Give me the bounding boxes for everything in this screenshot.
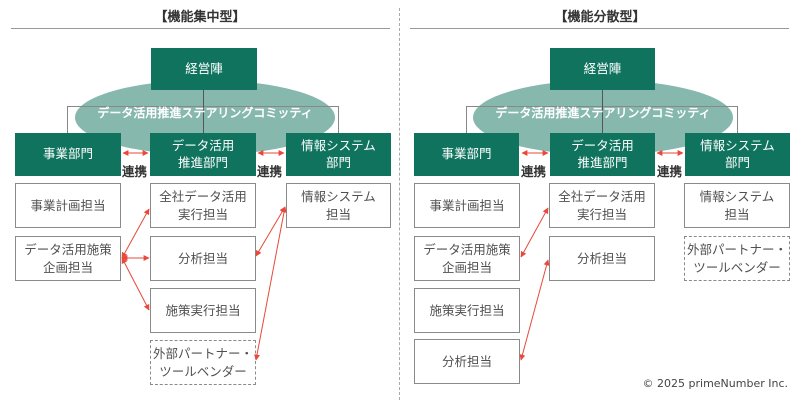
panel-title: 【機能分散型】	[554, 10, 646, 25]
link-arrow	[520, 207, 549, 258]
external-partner-box: 外部パートナー・ ツールベンダー	[150, 340, 256, 385]
centralized-model-panel: 【機能集中型】 データ活用推進ステアリングコミッティ 経営陣 事業部門 データ活…	[11, 10, 391, 385]
role-box: 施策実行担当	[150, 288, 256, 333]
panel-title: 【機能集中型】	[154, 10, 246, 25]
role-box: データ活用施策 企画担当	[414, 236, 520, 281]
link-arrows	[519, 150, 684, 361]
role-box: 情報システム 担当	[286, 183, 391, 228]
executive-connector	[203, 90, 204, 135]
role-box: 分析担当	[549, 236, 655, 281]
link-label: 連携	[657, 164, 683, 179]
it-dept-box: 情報システム 部門	[286, 133, 391, 176]
role-box: 施策実行担当	[414, 288, 520, 333]
role-box: 事業計画担当	[414, 183, 520, 228]
role-box: 全社データ活用 実行担当	[549, 183, 655, 228]
external-partner-box: 外部パートナー・ ツールベンダー	[684, 236, 790, 281]
role-box: データ活用施策 企画担当	[15, 236, 121, 281]
role-box: 事業計画担当	[15, 183, 121, 228]
title-rule	[410, 28, 789, 29]
link-arrow	[121, 208, 150, 259]
data-dept-box: データ活用 推進部門	[150, 133, 256, 176]
link-arrows	[121, 150, 287, 361]
link-arrow	[254, 206, 287, 361]
role-box: 全社データ活用 実行担当	[150, 183, 256, 228]
link-arrow	[121, 257, 150, 311]
executive-box: 経営陣	[151, 48, 257, 90]
role-box: 分析担当	[150, 236, 256, 281]
distributed-model-panel: 【機能分散型】 データ活用推進ステアリングコミッティ 経営陣 事業部門 データ活…	[400, 0, 800, 400]
executive-connector	[602, 90, 603, 135]
it-dept-box: 情報システム 部門	[685, 133, 790, 176]
business-dept-box: 事業部門	[414, 133, 519, 176]
data-dept-box: データ活用 推進部門	[550, 133, 655, 176]
link-label: 連携	[257, 164, 283, 179]
copyright: © 2025 primeNumber Inc.	[642, 377, 788, 390]
title-rule	[11, 28, 390, 29]
link-arrow	[519, 259, 550, 361]
role-box: 分析担当	[414, 339, 520, 384]
executive-box: 経営陣	[550, 48, 655, 90]
steering-committee-label: データ活用推進ステアリングコミッティ	[495, 106, 711, 120]
panel-divider	[399, 8, 400, 400]
role-box: 情報システム 担当	[684, 183, 790, 228]
link-label: 連携	[122, 164, 148, 179]
business-dept-box: 事業部門	[15, 133, 121, 176]
link-label: 連携	[521, 164, 547, 179]
steering-committee-label: データ活用推進ステアリングコミッティ	[97, 106, 313, 120]
